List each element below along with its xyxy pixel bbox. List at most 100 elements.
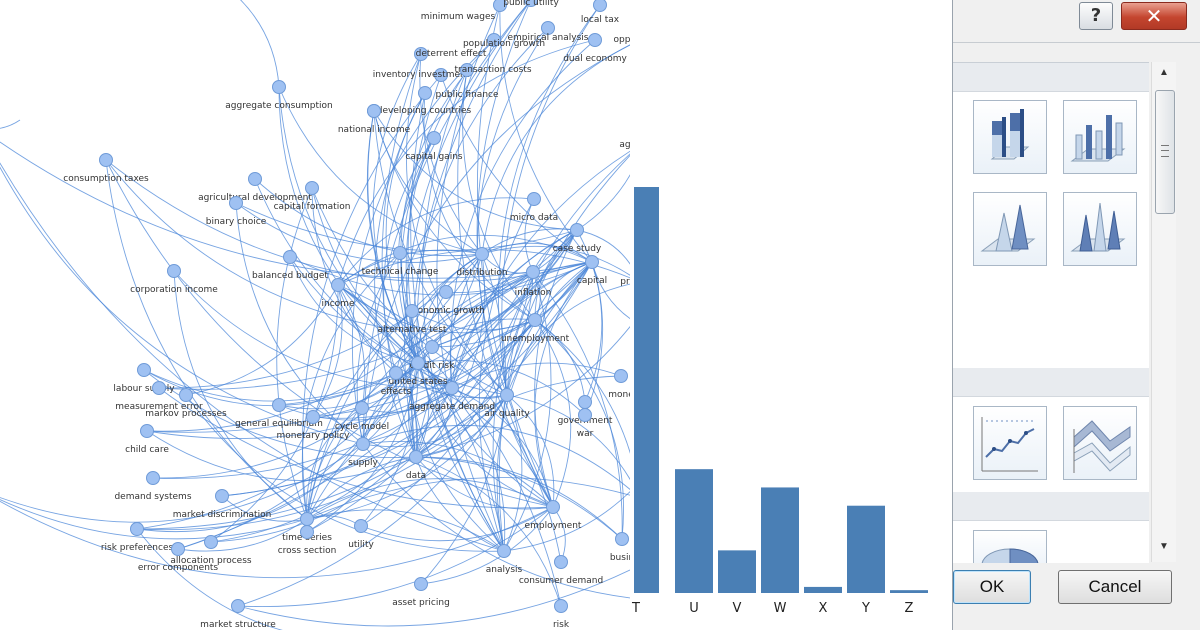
bar-Z xyxy=(890,590,928,593)
scroll-down-arrow-icon[interactable]: ▼ xyxy=(1159,541,1169,552)
graph-node[interactable] xyxy=(497,544,511,558)
graph-node[interactable] xyxy=(389,366,403,380)
graph-node[interactable] xyxy=(99,153,113,167)
3d-cone-chart-icon[interactable] xyxy=(973,192,1047,266)
graph-node[interactable] xyxy=(393,246,407,260)
graph-node[interactable] xyxy=(409,450,423,464)
scroll-up-arrow-icon[interactable]: ▲ xyxy=(1159,67,1169,78)
graph-node[interactable] xyxy=(130,522,144,536)
graph-node[interactable] xyxy=(578,395,592,409)
ok-button[interactable]: OK xyxy=(953,570,1031,604)
graph-node[interactable] xyxy=(300,525,314,539)
graph-node[interactable] xyxy=(229,196,243,210)
graph-node[interactable] xyxy=(248,172,262,186)
graph-node[interactable] xyxy=(541,21,555,35)
graph-node[interactable] xyxy=(526,265,540,279)
graph-node[interactable] xyxy=(546,500,560,514)
graph-node[interactable] xyxy=(411,356,425,370)
graph-node[interactable] xyxy=(615,532,629,546)
graph-edge xyxy=(481,44,630,255)
graph-node-label: unemployment xyxy=(501,334,570,344)
scrollbar-thumb[interactable] xyxy=(1155,90,1175,214)
graph-node[interactable] xyxy=(204,535,218,549)
graph-edge xyxy=(501,4,601,396)
3d-column-chart-icon[interactable] xyxy=(1063,100,1137,174)
graph-node[interactable] xyxy=(405,304,419,318)
graph-edge xyxy=(576,174,630,231)
graph-node[interactable] xyxy=(179,388,193,402)
graph-node[interactable] xyxy=(231,599,245,613)
graph-node[interactable] xyxy=(171,542,185,556)
graph-node-label: effects xyxy=(381,387,412,397)
3d-cone-column-chart-icon[interactable] xyxy=(1063,192,1137,266)
graph-node[interactable] xyxy=(414,577,428,591)
graph-node[interactable] xyxy=(593,0,607,12)
graph-node[interactable] xyxy=(524,0,538,7)
graph-edge xyxy=(576,229,630,265)
graph-node-label: alternative test xyxy=(378,325,447,335)
graph-edge xyxy=(143,369,397,402)
graph-edge xyxy=(451,387,554,508)
graph-node[interactable] xyxy=(367,104,381,118)
graph-node[interactable] xyxy=(300,512,314,526)
graph-node-label: population growth xyxy=(463,39,545,49)
graph-node[interactable] xyxy=(272,80,286,94)
graph-edge xyxy=(576,229,603,403)
graph-node[interactable] xyxy=(588,33,602,47)
graph-node[interactable] xyxy=(554,555,568,569)
graph-node[interactable] xyxy=(418,86,432,100)
graph-edge xyxy=(415,456,623,540)
graph-node[interactable] xyxy=(215,489,229,503)
graph-node[interactable] xyxy=(527,192,541,206)
graph-edge xyxy=(362,424,630,491)
cancel-button[interactable]: Cancel xyxy=(1058,570,1172,604)
graph-node[interactable] xyxy=(305,181,319,195)
graph-node[interactable] xyxy=(493,0,507,12)
graph-node[interactable] xyxy=(272,398,286,412)
graph-node-label: ag xyxy=(619,140,630,150)
graph-node[interactable] xyxy=(140,424,154,438)
graph-node[interactable] xyxy=(487,33,501,47)
graph-edge xyxy=(306,456,417,520)
graph-node[interactable] xyxy=(439,285,453,299)
graph-node-label: capital xyxy=(577,276,607,286)
graph-node[interactable] xyxy=(356,437,370,451)
graph-node[interactable] xyxy=(570,223,584,237)
graph-node[interactable] xyxy=(427,131,441,145)
close-button[interactable]: ✕ xyxy=(1121,2,1187,30)
graph-node[interactable] xyxy=(355,401,369,415)
graph-node[interactable] xyxy=(445,381,459,395)
graph-node[interactable] xyxy=(137,363,151,377)
graph-edge xyxy=(278,86,483,255)
3d-line-chart-icon[interactable] xyxy=(1063,406,1137,480)
graph-node[interactable] xyxy=(475,247,489,261)
graph-node[interactable] xyxy=(585,255,599,269)
graph-node[interactable] xyxy=(146,471,160,485)
graph-edge xyxy=(254,178,483,257)
gallery-scrollbar[interactable]: ▲ ▼ xyxy=(1151,62,1176,562)
line-with-markers-chart-icon[interactable] xyxy=(973,406,1047,480)
graph-node[interactable] xyxy=(528,313,542,327)
clustered-3d-column-chart-icon[interactable] xyxy=(973,100,1047,174)
help-button[interactable]: ? xyxy=(1079,2,1113,30)
graph-node[interactable] xyxy=(614,369,628,383)
graph-node-label: market discrimination xyxy=(173,510,272,520)
graph-edge xyxy=(492,153,630,552)
pie-chart-icon[interactable] xyxy=(973,530,1047,563)
graph-node[interactable] xyxy=(434,68,448,82)
graph-node[interactable] xyxy=(331,278,345,292)
graph-node[interactable] xyxy=(460,63,474,77)
graph-node[interactable] xyxy=(152,381,166,395)
graph-node[interactable] xyxy=(425,340,439,354)
graph-node-label: pr xyxy=(620,277,630,287)
graph-node[interactable] xyxy=(578,408,592,422)
graph-edge xyxy=(524,198,535,273)
graph-edge xyxy=(383,137,435,374)
graph-node[interactable] xyxy=(306,410,320,424)
graph-node[interactable] xyxy=(283,250,297,264)
graph-node[interactable] xyxy=(354,519,368,533)
graph-node[interactable] xyxy=(414,47,428,61)
graph-node[interactable] xyxy=(500,388,514,402)
graph-node[interactable] xyxy=(554,599,568,613)
graph-node[interactable] xyxy=(167,264,181,278)
